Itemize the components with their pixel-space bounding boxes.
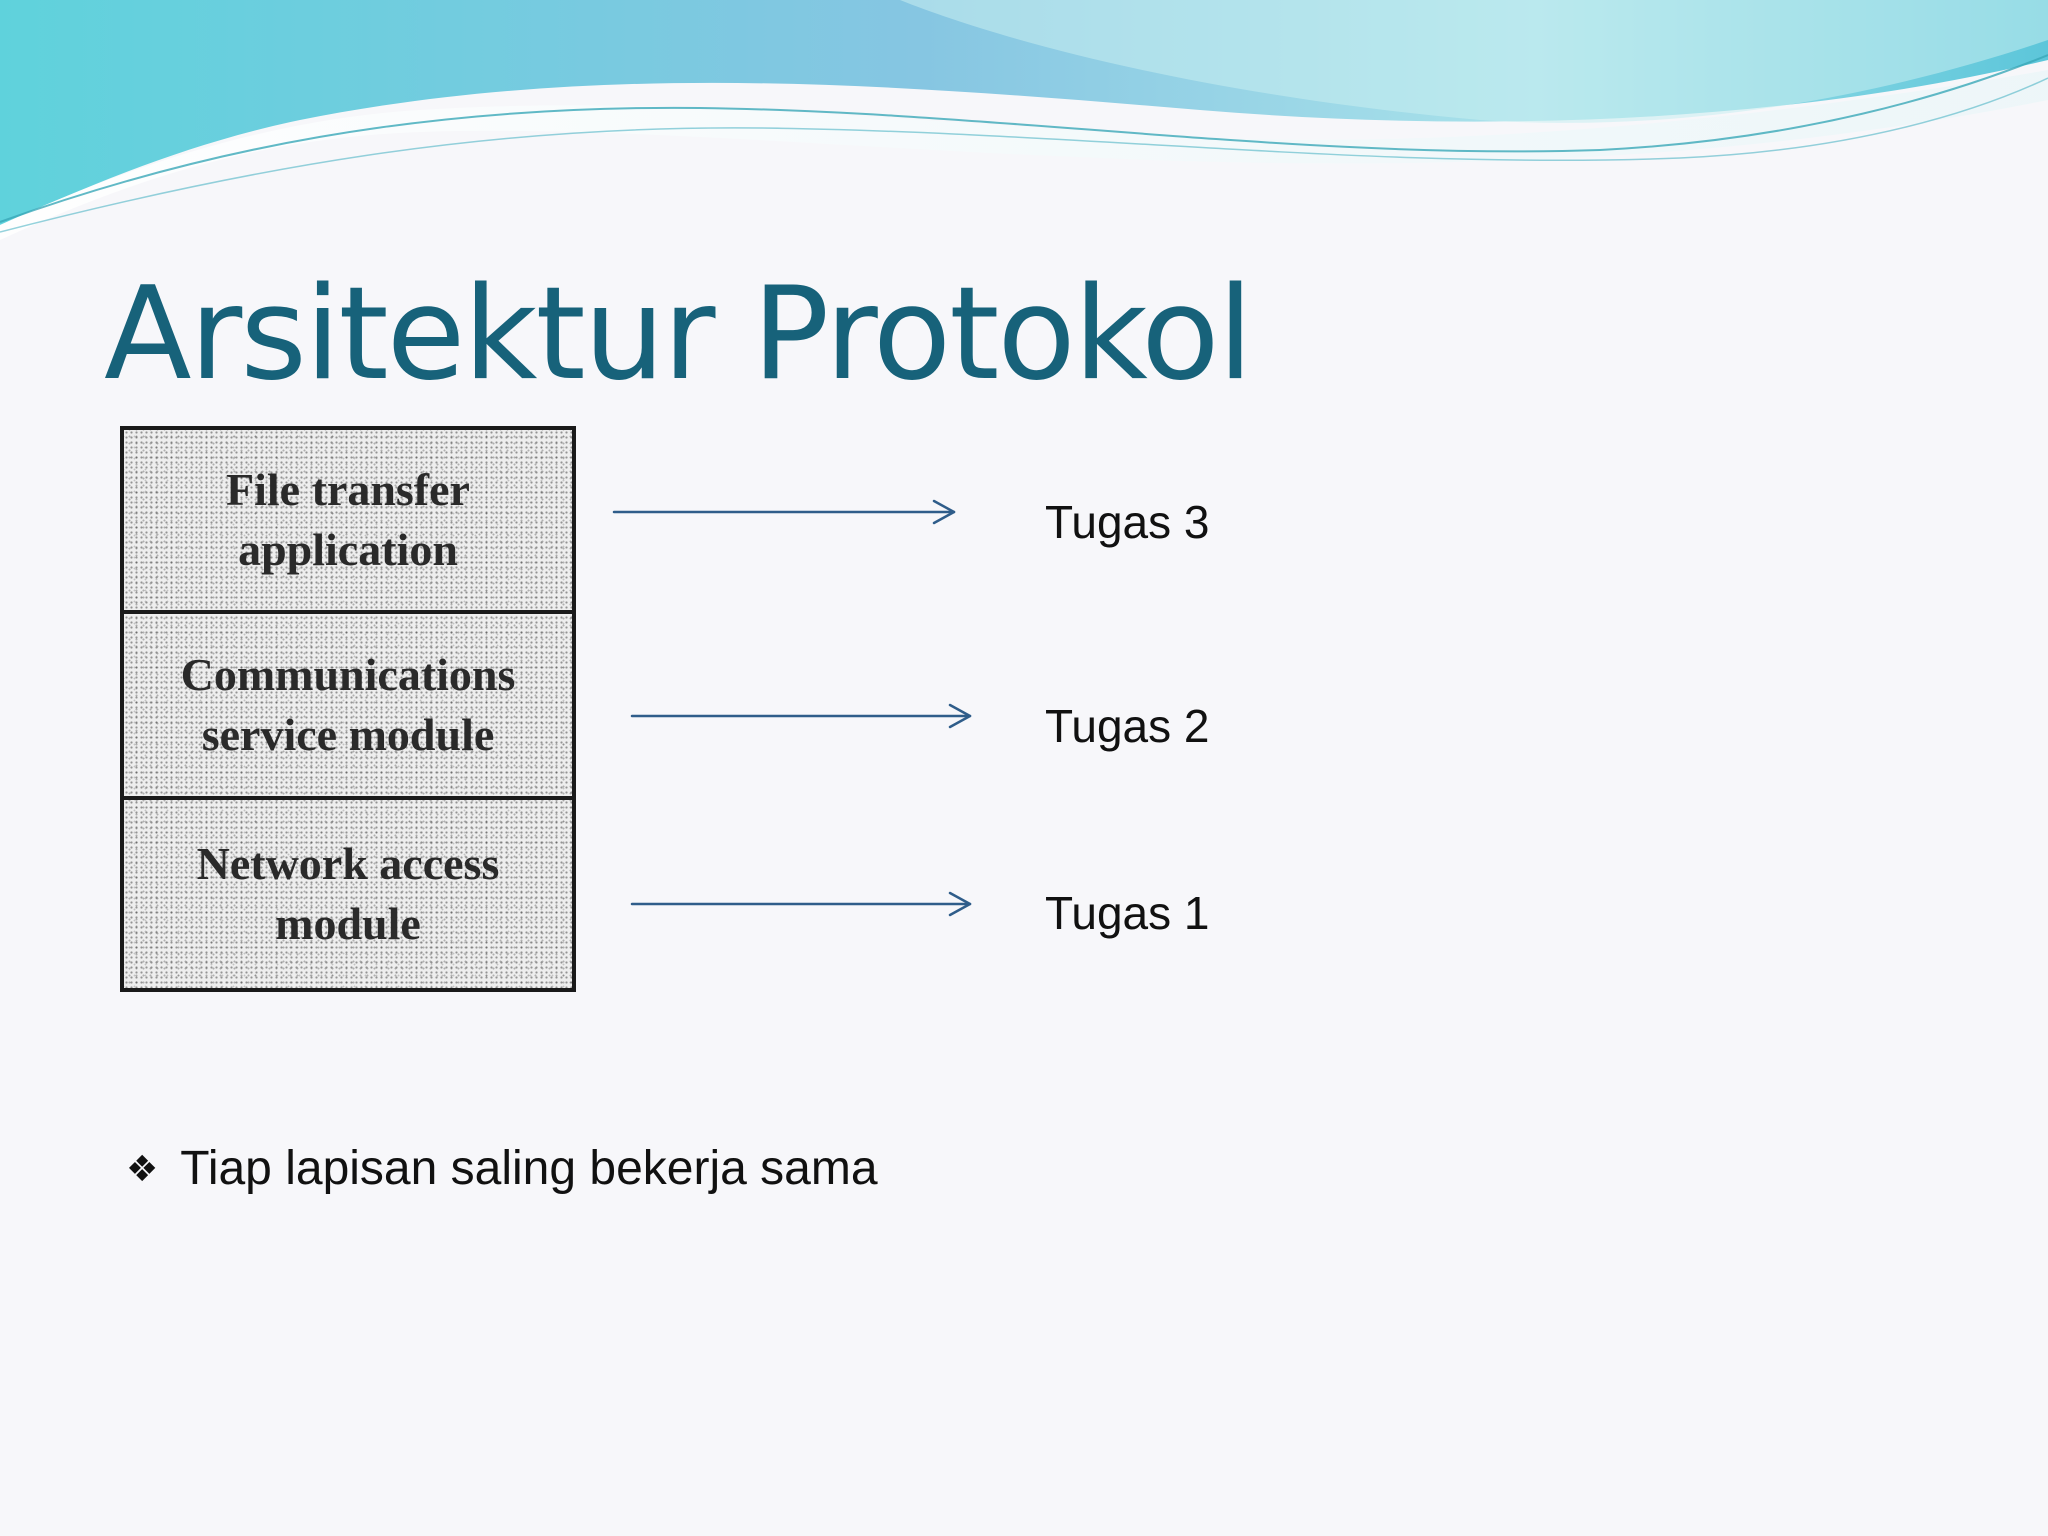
layer-1-line1: Network access (196, 838, 500, 889)
layer-file-transfer: File transfer application (124, 430, 572, 614)
page-title: Arsitektur Protokol (104, 260, 1253, 409)
arrow-tugas-3 (612, 499, 956, 525)
diamond-bullet-icon: ❖ (126, 1148, 159, 1190)
bullet-item: ❖ Tiap lapisan saling bekerja sama (126, 1140, 878, 1198)
bullet-text: Tiap lapisan saling bekerja sama (180, 1142, 878, 1195)
layer-network-access: Network access module (124, 800, 572, 988)
task-label-1: Tugas 1 (1045, 887, 1210, 939)
task-label-2: Tugas 2 (1045, 700, 1210, 752)
header-wave-decoration (0, 0, 2048, 240)
layer-3-line2: application (238, 524, 458, 575)
arrow-tugas-1 (630, 891, 972, 917)
layer-2-line2: service module (201, 709, 495, 760)
layer-communications-service: Communications service module (124, 614, 572, 800)
layer-3-line1: File transfer (226, 464, 470, 515)
layer-1-line2: module (275, 898, 421, 949)
layer-2-line1: Communications (180, 649, 516, 700)
protocol-layer-stack: File transfer application Communications… (120, 426, 576, 992)
task-label-3: Tugas 3 (1045, 496, 1210, 548)
arrow-tugas-2 (630, 703, 972, 729)
